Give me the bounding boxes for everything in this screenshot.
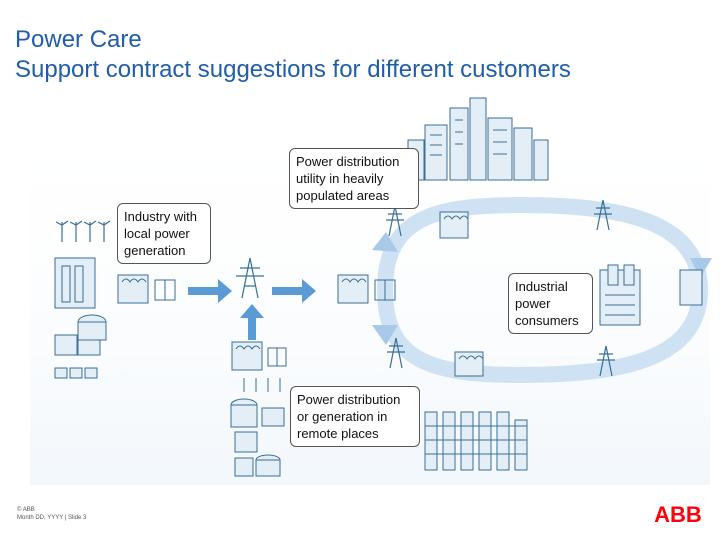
callout-consumers-line: consumers xyxy=(515,313,579,328)
remote-generation-icon xyxy=(230,378,285,477)
tower-icon xyxy=(236,257,264,299)
substation-icon xyxy=(454,351,484,377)
callout-industry: Industry with local power generation xyxy=(117,203,211,264)
callout-consumers-line: Industrial xyxy=(515,279,568,294)
abb-logo: ABB xyxy=(654,503,702,525)
slide-meta-text: Month DD, YYYY | Slide 3 xyxy=(17,515,87,521)
callout-remote: Power distribution or generation in remo… xyxy=(290,386,420,447)
ring-arrows xyxy=(372,232,712,345)
ring-arrow-right-icon xyxy=(690,258,712,278)
callout-remote-line: or generation in xyxy=(297,409,388,424)
transmission-tower-icons xyxy=(236,199,615,377)
arrow-to-substation-shaft xyxy=(188,287,218,295)
arrow-right-icon xyxy=(302,279,316,303)
flow-arrows xyxy=(188,279,316,340)
city-buildings-icon xyxy=(407,97,549,181)
callout-utility-line: populated areas xyxy=(296,188,390,203)
ring-arrow-left-top-icon xyxy=(372,232,398,252)
arrow-right-icon xyxy=(218,279,232,303)
tower-icon xyxy=(386,205,404,237)
residential-houses-icon xyxy=(424,411,528,471)
callout-industry-line: Industry with xyxy=(124,209,197,224)
tower-icon xyxy=(387,337,405,369)
callout-consumers-line: power xyxy=(515,296,551,311)
substation-icons xyxy=(117,211,484,377)
arrow-up-icon xyxy=(240,304,264,318)
wind-turbines-icon xyxy=(55,220,111,242)
subtitle: Support contract suggestions for differe… xyxy=(15,56,571,83)
callout-utility-line: Power distribution xyxy=(296,154,400,169)
callout-remote-line: Power distribution xyxy=(297,392,401,407)
callout-consumers: Industrial power consumers xyxy=(508,273,593,334)
ring-arrow-left-bottom-icon xyxy=(372,325,398,345)
title: Power Care xyxy=(15,26,142,53)
tower-icon xyxy=(597,345,615,377)
callout-remote-line: remote places xyxy=(297,426,379,441)
substation-icon xyxy=(439,211,469,239)
callout-utility-line: utility in heavily xyxy=(296,171,384,186)
slide-footer: © ABB Month DD, YYYY | Slide 3 xyxy=(17,506,86,522)
substation-icon xyxy=(337,274,396,304)
arrow-up-shaft xyxy=(248,318,256,340)
substation-icon xyxy=(117,274,176,304)
industry-plant-icon xyxy=(54,257,107,379)
copyright-text: © ABB xyxy=(17,507,35,513)
callout-industry-line: local power xyxy=(124,226,190,241)
industrial-consumer-plant-icon xyxy=(599,264,703,326)
arrow-to-grid-shaft xyxy=(272,287,302,295)
substation-icon xyxy=(231,341,287,371)
abb-logo-text: ABB xyxy=(654,503,702,525)
callout-industry-line: generation xyxy=(124,243,186,258)
callout-utility: Power distribution utility in heavily po… xyxy=(289,148,419,209)
tower-icon xyxy=(594,199,612,231)
